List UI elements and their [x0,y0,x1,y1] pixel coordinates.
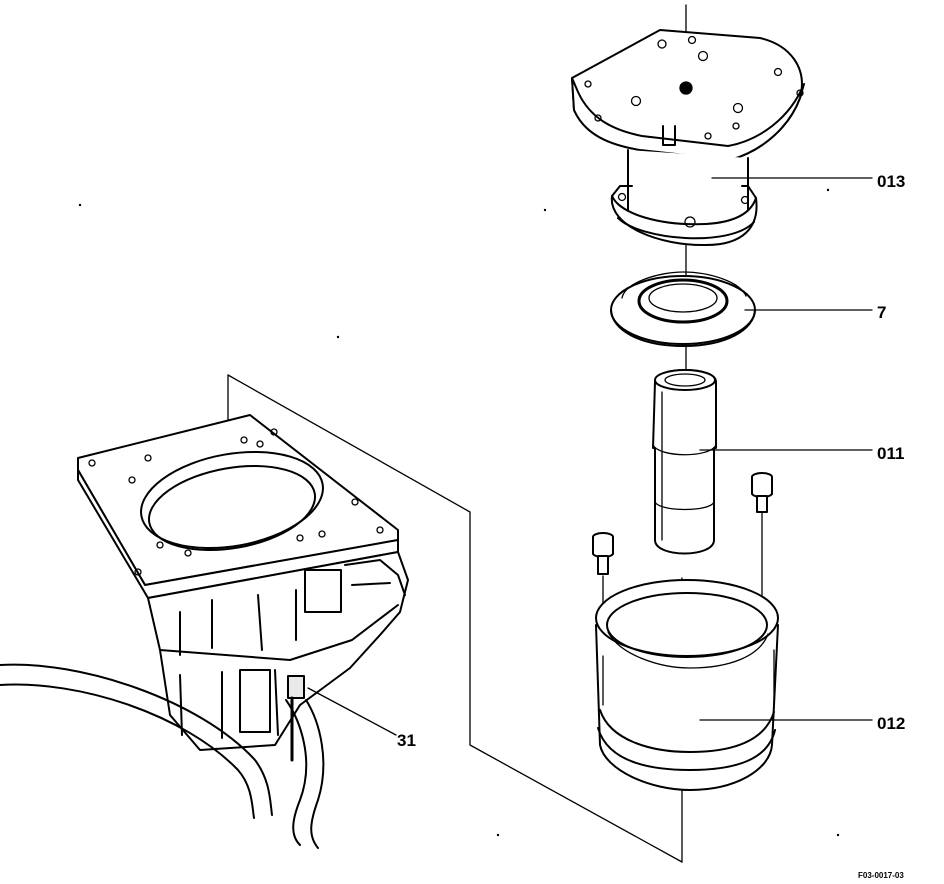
callout-012: 012 [877,714,905,733]
part-7-seal-ring [610,271,873,347]
scan-specks [78,188,840,837]
part-013-flange-housing [571,29,873,247]
callout-31: 31 [397,731,416,750]
callout-7: 7 [877,303,886,322]
bolt-left [592,532,614,575]
part-012-ring-housing [595,579,873,791]
part-011-sleeve [652,369,873,555]
drawing-code: F03-0017-03 [858,871,904,880]
callout-013: 013 [877,172,905,191]
callout-labels: 013 7 011 012 31 F03-0017-03 [397,172,905,880]
bolt-right [751,472,773,513]
callout-011: 011 [877,444,904,463]
gear-housing [0,414,409,849]
